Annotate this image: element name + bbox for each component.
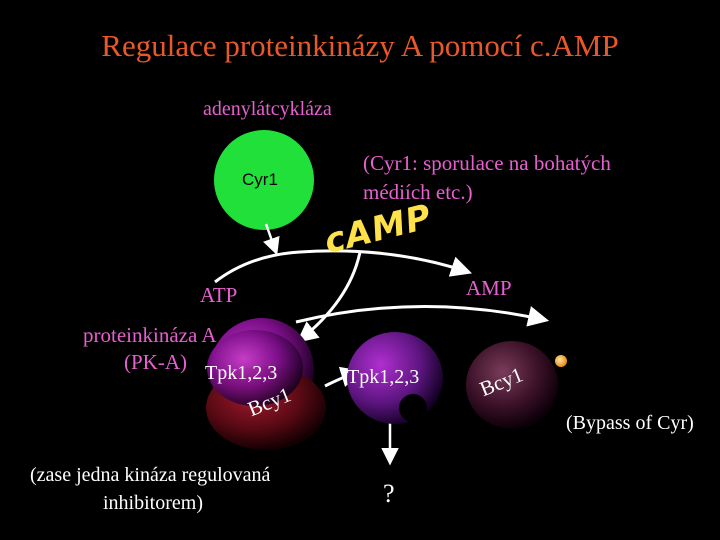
camp-dot (555, 355, 567, 367)
bcy1-ball-free (466, 341, 558, 429)
cyr1-label: Cyr1 (242, 170, 278, 189)
inhibitor-note-line1: (zase jedna kináza regulovaná (30, 464, 271, 486)
pka-label-line1: proteinkináza A (83, 323, 217, 347)
unknown-target-label: ? (383, 479, 395, 508)
tpk-label-free: Tpk1,2,3 (347, 366, 420, 388)
atp-to-amp-arc (214, 249, 472, 284)
pka-label-line2: (PK-A) (124, 350, 187, 374)
tpk-ball-left-upper (207, 330, 303, 406)
cyr1-to-reaction-arrow (263, 223, 280, 256)
bypass-label: (Bypass of Cyr) (566, 412, 694, 434)
tpk-free-pocket (399, 394, 427, 422)
adenylate-cyclase-label: adenylátcykláza (203, 98, 332, 120)
cyr1-circle (214, 130, 314, 230)
amp-label: AMP (466, 276, 512, 300)
reaction-to-pka-arc (296, 251, 362, 343)
slide-title: Regulace proteinkinázy A pomocí c.AMP (101, 28, 619, 63)
atp-label: ATP (200, 283, 238, 307)
cyr1-note-line1: (Cyr1: sporulace na bohatých (363, 151, 611, 175)
cyr1-note-line2: médiích etc.) (363, 180, 473, 204)
camp-binding-arc (295, 305, 550, 327)
inhibitor-note-line2: inhibitorem) (103, 492, 203, 514)
tpk-label-left: Tpk1,2,3 (205, 362, 278, 384)
